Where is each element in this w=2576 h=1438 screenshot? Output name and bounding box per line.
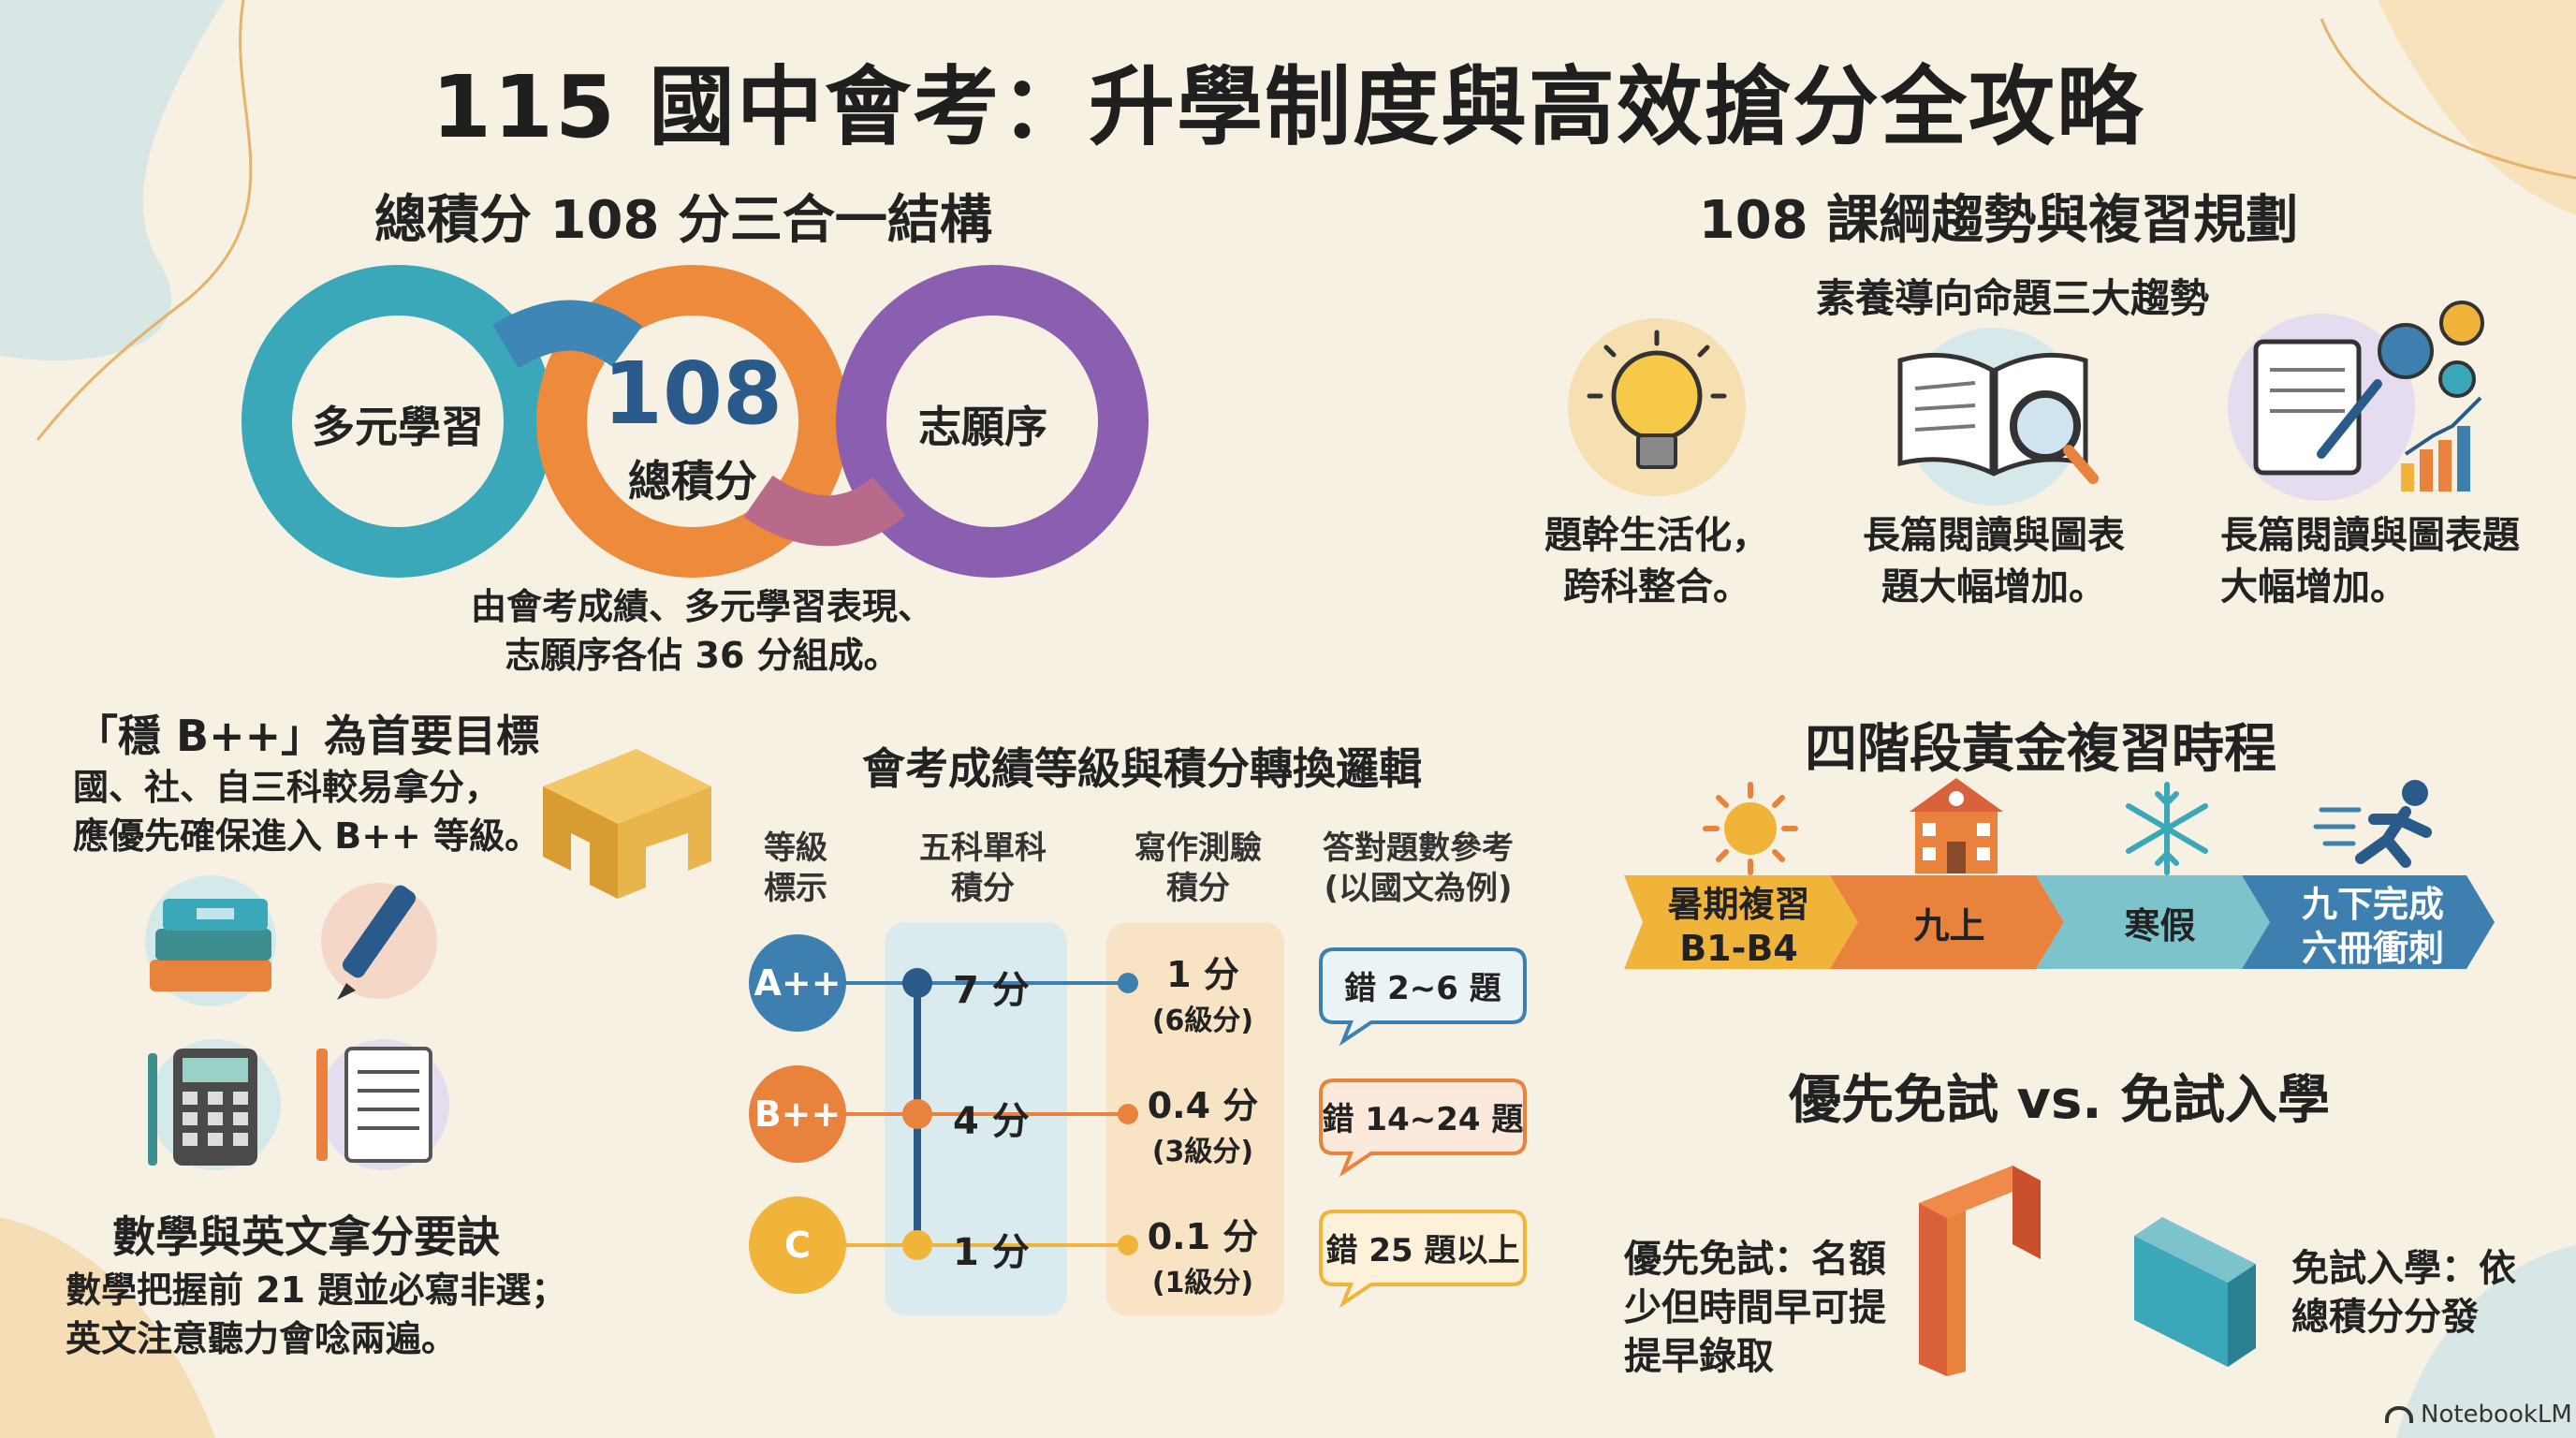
snowflake-icon [2126,782,2208,875]
trend1-line1: 題幹生活化， [1544,514,1769,557]
loop-right-label: 志願序 [918,402,1047,452]
regular-block-icon [2134,1217,2256,1367]
platform-block-icon [543,749,711,899]
school-icon [1910,778,2003,873]
sun-icon [1703,782,1798,875]
row1-reference: 錯 2~6 題 [1344,969,1501,1007]
row2-reference: 錯 14~24 題 [1322,1100,1524,1138]
regular-line1: 免試入學：依 [2291,1247,2516,1290]
trend3-line1: 長篇閱讀與圖表題 [2220,514,2520,557]
schedule-step-grade9-second: 九下完成六冊衝刺 [2301,883,2444,970]
trends-section-heading: 108 課綱趨勢與複習規劃 [1698,190,2299,251]
goal-title: 「穩 B++」為首要目標 [75,711,540,761]
priority-door-frame-icon [1919,1166,2041,1376]
loop-center-number: 108 [602,344,783,444]
lightbulb-icon [1568,318,1746,496]
structure-caption-line1: 由會考成績、多元學習表現、 [470,586,933,627]
goal-line1: 國、社、自三科較易拿分， [73,767,501,808]
row3-reference-bubble [1319,1210,1527,1309]
row1-writing-score: 1 分(6級分) [1151,954,1254,1037]
row2-writing-score: 0.4 分(3級分) [1147,1085,1259,1168]
pen-icon [321,883,437,1000]
page-title: 115 國中會考：升學制度與高效搶分全攻略 [431,57,2145,157]
row2-subject-score: 4 分 [953,1100,1030,1143]
row3-writing-score: 0.1 分(1級分) [1147,1216,1259,1299]
priority-line3: 提早錄取 [1624,1335,1774,1378]
trend2-line1: 長篇閱讀與圖表 [1863,514,2125,557]
infinity-loop-diagram [242,265,1149,578]
book-magnifier-icon [1897,328,2099,506]
schedule-heading: 四階段黃金複習時程 [1805,719,2276,780]
col-header-grade: 等級標示 [764,829,827,907]
score-connector-lines [842,968,1138,1260]
document-gears-chart-icon [2228,301,2484,501]
col-header-reference: 答對題數參考(以國文為例) [1323,829,1514,907]
schedule-arrow-bar [1624,875,2495,969]
table-heading: 會考成績等級與積分轉換邏輯 [862,743,1422,794]
priority-line2: 少但時間早可提 [1624,1286,1886,1329]
notebooklm-logo-icon [2385,1406,2413,1423]
schedule-step-grade9-first: 九上 [1913,905,1985,947]
notebooklm-watermark: NotebookLM [2385,1401,2572,1429]
grade-badge-a-plus-plus: A++ [749,934,846,1032]
priority-line1: 優先免試：名額 [1624,1238,1886,1281]
schedule-step-winter: 寒假 [2124,905,2196,947]
notepad-icon [316,1039,449,1170]
loop-left-label: 多元學習 [312,402,484,452]
col-header-subject-score: 五科單科積分 [919,829,1046,907]
structure-caption-line2: 志願序各佔 36 分組成。 [505,635,900,676]
goal-line2: 應優先確保進入 B++ 等級。 [73,815,541,857]
col-header-writing-score: 寫作測驗積分 [1134,829,1262,907]
row1-reference-bubble [1319,947,1527,1047]
admission-heading: 優先免試 vs. 免試入學 [1788,1070,2331,1131]
books-icon [145,875,276,1006]
row3-subject-score: 1 分 [953,1231,1030,1274]
trend1-line2: 跨科整合。 [1563,565,1750,609]
row1-subject-score: 7 分 [953,969,1030,1012]
trend2-line2: 題大幅增加。 [1881,565,2106,609]
grade-badge-c: C [749,1196,846,1294]
regular-line2: 總積分分發 [2291,1296,2479,1339]
loop-center-label: 總積分 [628,456,757,506]
structure-heading: 總積分 108 分三合一結構 [374,190,992,251]
trends-subtitle: 素養導向命題三大趨勢 [1815,275,2209,321]
tips-line1: 數學把握前 21 題並必寫非選； [66,1269,567,1311]
tips-line2: 英文注意聽力會唸兩遍。 [66,1318,458,1359]
trend3-line2: 大幅增加。 [2220,565,2408,609]
grade-badge-b-plus-plus: B++ [749,1065,846,1163]
calculator-icon [148,1039,281,1170]
brand-label: NotebookLM [2421,1401,2572,1429]
runner-icon [2313,780,2432,868]
tips-title: 數學與英文拿分要訣 [112,1211,500,1262]
row3-reference: 錯 25 題以上 [1325,1231,1520,1269]
row2-reference-bubble [1319,1078,1527,1178]
